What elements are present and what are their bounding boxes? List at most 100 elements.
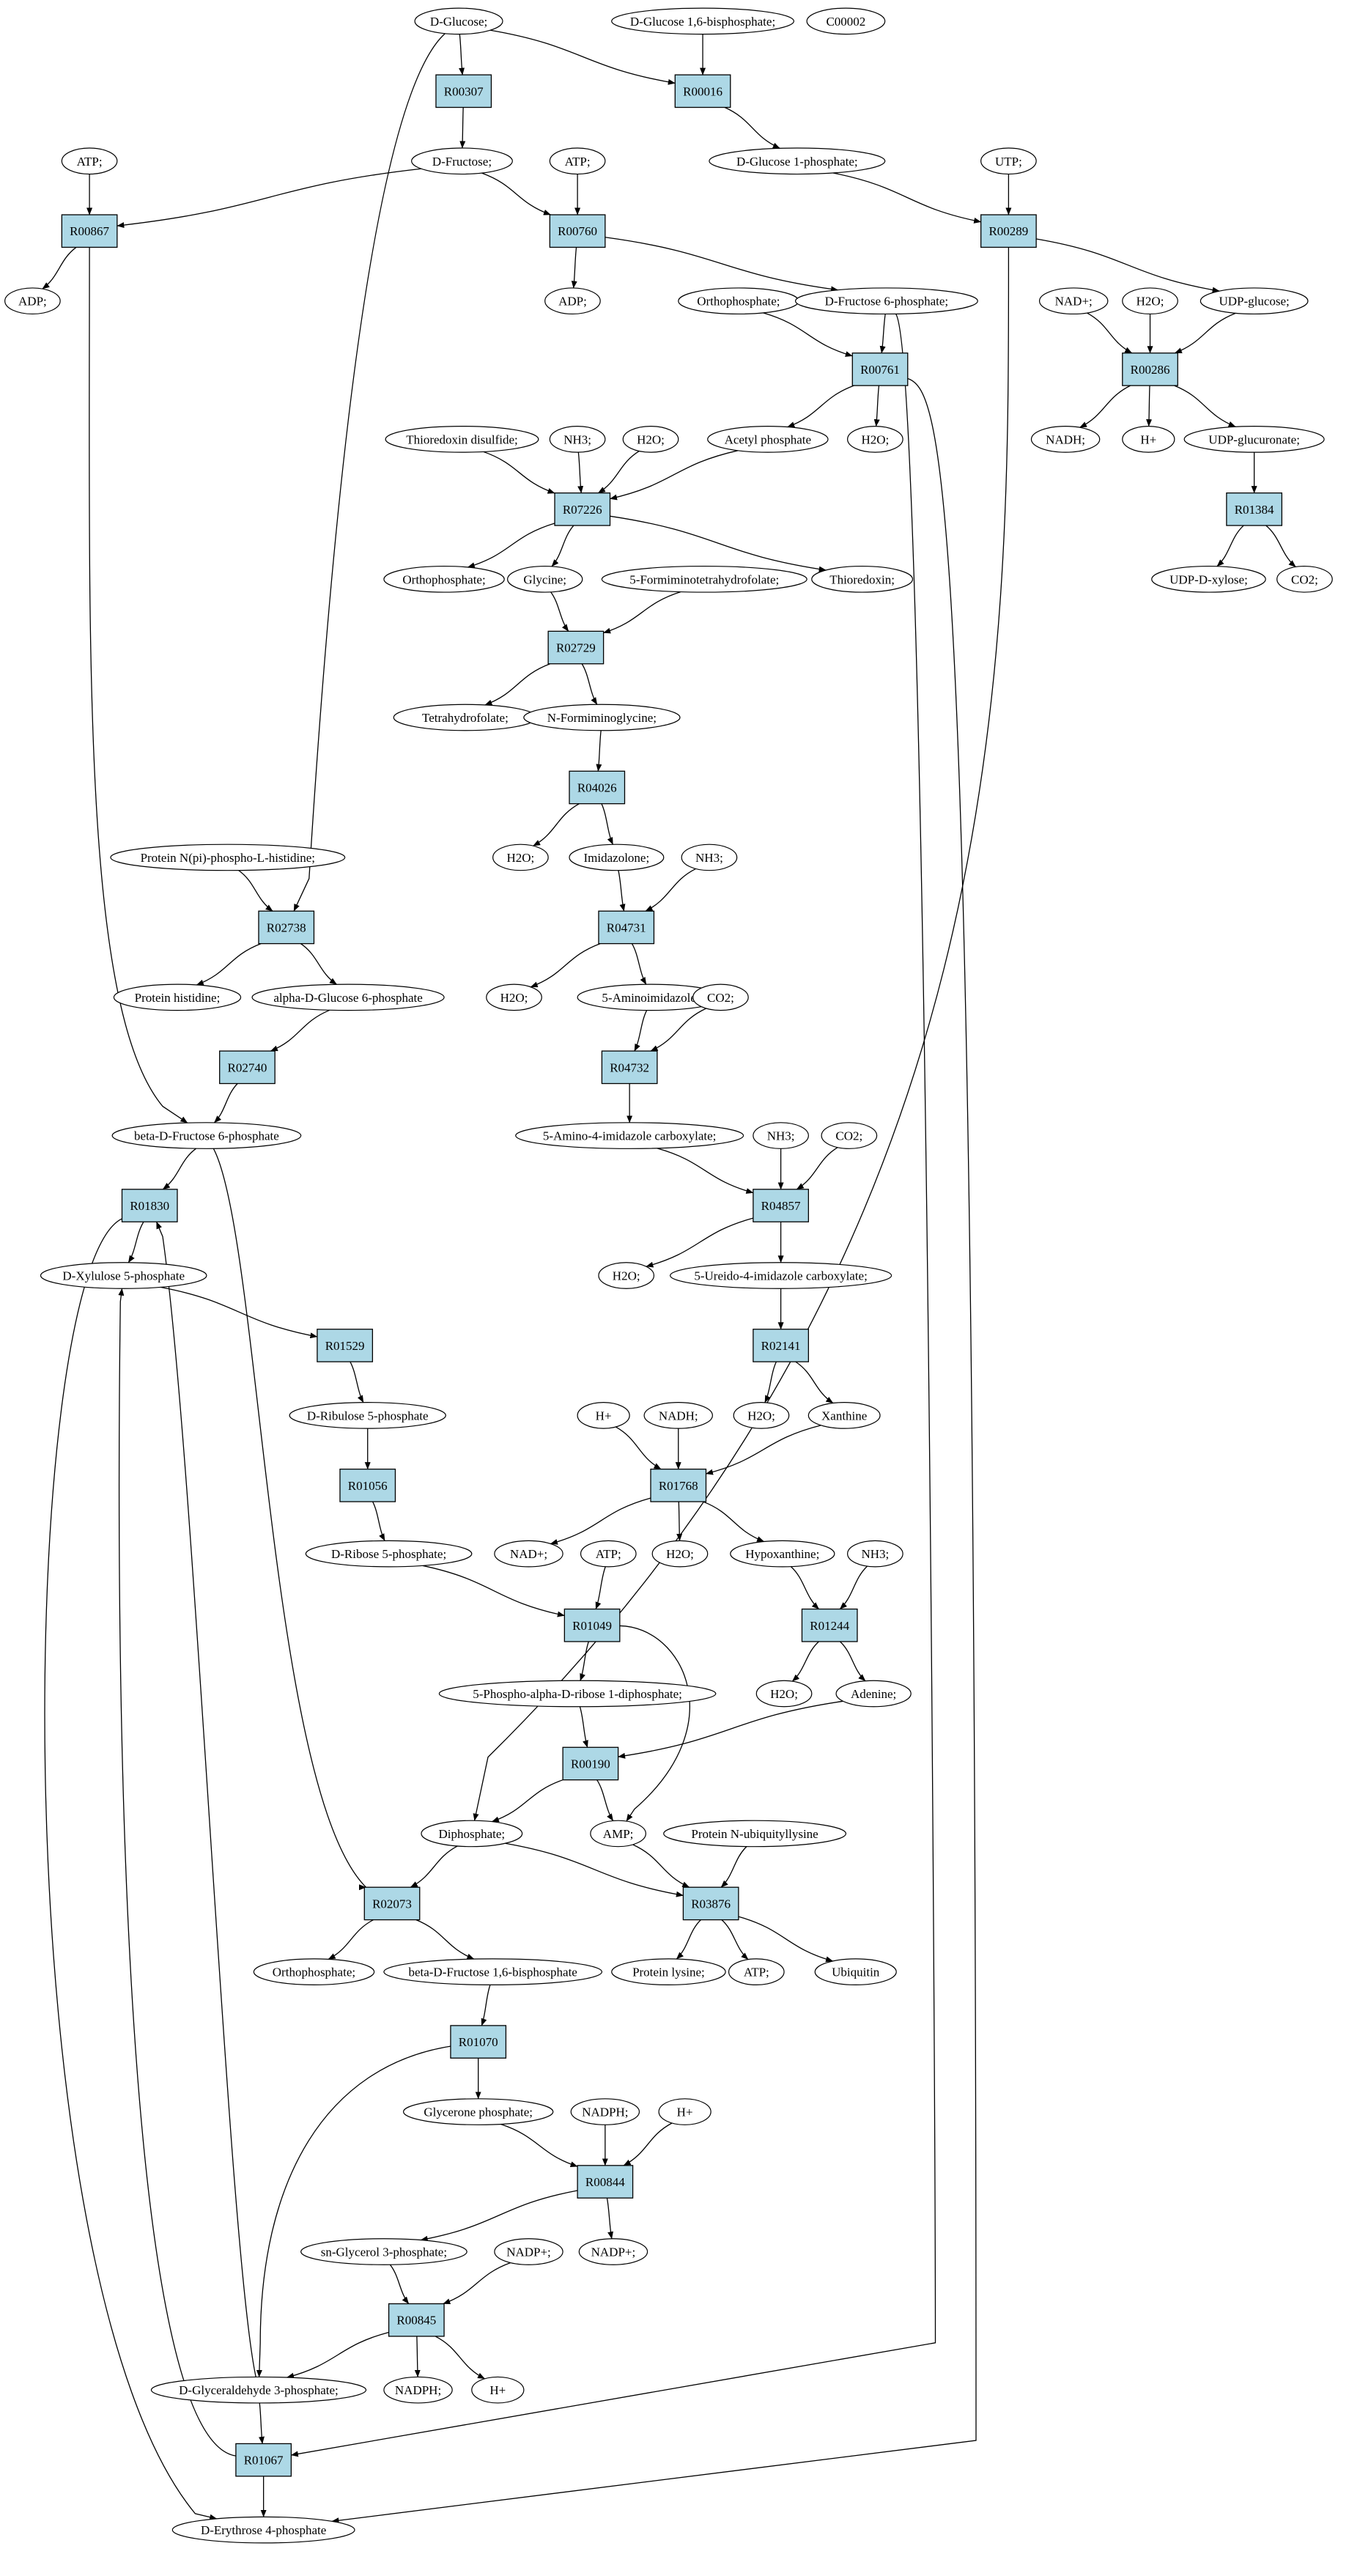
compound-node-udpglca[interactable]: UDP-glucuronate; bbox=[1183, 426, 1325, 453]
compound-node-nh3c[interactable]: NH3; bbox=[753, 1122, 809, 1149]
compound-node-nadh2[interactable]: NADH; bbox=[643, 1402, 713, 1429]
compound-node-5u4ic[interactable]: 5-Ureido-4-imidazole carboxylate; bbox=[670, 1262, 892, 1289]
compound-node-hypox[interactable]: Hypoxanthine; bbox=[730, 1540, 835, 1568]
compound-node-h2o9[interactable]: H2O; bbox=[755, 1680, 813, 1708]
compound-node-glycine[interactable]: Glycine; bbox=[507, 565, 583, 593]
reaction-node-r00867[interactable]: R00867 bbox=[61, 214, 118, 248]
compound-node-xu5p[interactable]: D-Xylulose 5-phosphate bbox=[40, 1262, 207, 1289]
reaction-node-r00845[interactable]: R00845 bbox=[388, 2303, 445, 2337]
reaction-node-r01384[interactable]: R01384 bbox=[1226, 492, 1283, 526]
compound-node-hplus1[interactable]: H+ bbox=[1122, 426, 1175, 453]
compound-node-h2o4[interactable]: H2O; bbox=[492, 844, 549, 871]
reaction-node-r01244[interactable]: R01244 bbox=[801, 1608, 858, 1642]
compound-node-co2c[interactable]: CO2; bbox=[821, 1122, 878, 1149]
compound-node-utp[interactable]: UTP; bbox=[980, 147, 1037, 175]
reaction-node-r02740[interactable]: R02740 bbox=[219, 1050, 276, 1085]
compound-node-5ai[interactable]: 5-Aminoimidazole; bbox=[577, 983, 725, 1011]
reaction-node-r07226[interactable]: R07226 bbox=[554, 492, 611, 526]
reaction-node-r01067[interactable]: R01067 bbox=[235, 2443, 292, 2477]
reaction-node-r00307[interactable]: R00307 bbox=[435, 74, 492, 108]
compound-node-fructose[interactable]: D-Fructose; bbox=[411, 147, 513, 175]
compound-node-glyp[interactable]: Glycerone phosphate; bbox=[402, 2098, 554, 2125]
compound-node-r5p[interactable]: D-Ribose 5-phosphate; bbox=[305, 1540, 473, 1568]
compound-node-glc16bp[interactable]: D-Glucose 1,6-bisphosphate; bbox=[611, 7, 794, 35]
compound-node-orthop1[interactable]: Orthophosphate; bbox=[678, 287, 799, 315]
compound-node-nh3d[interactable]: NH3; bbox=[847, 1540, 903, 1568]
compound-node-bf16bp[interactable]: beta-D-Fructose 1,6-bisphosphate bbox=[383, 1958, 602, 1985]
reaction-node-r00761[interactable]: R00761 bbox=[851, 353, 909, 386]
compound-node-nh3b[interactable]: NH3; bbox=[681, 844, 738, 871]
compound-node-c00002[interactable]: C00002 bbox=[806, 7, 886, 35]
compound-node-trx[interactable]: Thioredoxin; bbox=[811, 565, 914, 593]
compound-node-nadpplus2[interactable]: NADP+; bbox=[494, 2238, 563, 2265]
reaction-node-r02729[interactable]: R02729 bbox=[547, 630, 605, 665]
compound-node-thf[interactable]: Tetrahydrofolate; bbox=[393, 704, 538, 731]
compound-node-protnph[interactable]: Protein N(pi)-phospho-L-histidine; bbox=[110, 844, 346, 871]
compound-node-nadh1[interactable]: NADH; bbox=[1030, 426, 1101, 453]
compound-node-udpxyl[interactable]: UDP-D-xylose; bbox=[1151, 565, 1266, 593]
reaction-node-r00760[interactable]: R00760 bbox=[549, 214, 606, 248]
compound-node-bf6p[interactable]: beta-D-Fructose 6-phosphate bbox=[111, 1122, 302, 1149]
reaction-node-r01529[interactable]: R01529 bbox=[317, 1329, 374, 1362]
compound-node-nadph2[interactable]: NADPH; bbox=[383, 2376, 453, 2404]
compound-node-ubiquitin[interactable]: Ubiquitin bbox=[814, 1958, 897, 1985]
reaction-node-r04026[interactable]: R04026 bbox=[569, 770, 626, 805]
compound-node-nadpplus1[interactable]: NADP+; bbox=[578, 2238, 648, 2265]
compound-node-amp[interactable]: AMP; bbox=[590, 1820, 646, 1848]
reaction-node-r04731[interactable]: R04731 bbox=[598, 910, 655, 945]
compound-node-h2o3[interactable]: H2O; bbox=[847, 426, 903, 453]
reaction-node-r01056[interactable]: R01056 bbox=[339, 1469, 396, 1502]
compound-node-trxdis[interactable]: Thioredoxin disulfide; bbox=[385, 426, 539, 453]
compound-node-protub[interactable]: Protein N-ubiquityllysine bbox=[663, 1820, 846, 1848]
reaction-node-r00289[interactable]: R00289 bbox=[980, 214, 1037, 248]
compound-node-adp1[interactable]: ADP; bbox=[4, 287, 61, 315]
compound-node-f6p[interactable]: D-Fructose 6-phosphate; bbox=[794, 287, 978, 315]
reaction-node-r04732[interactable]: R04732 bbox=[601, 1050, 658, 1085]
reaction-node-r02738[interactable]: R02738 bbox=[258, 910, 315, 945]
compound-node-g3p[interactable]: sn-Glycerol 3-phosphate; bbox=[300, 2238, 467, 2265]
compound-node-hplus4[interactable]: H+ bbox=[471, 2376, 525, 2404]
reaction-node-r04857[interactable]: R04857 bbox=[753, 1189, 809, 1222]
compound-node-ag6p[interactable]: alpha-D-Glucose 6-phosphate bbox=[251, 983, 445, 1011]
reaction-node-r01768[interactable]: R01768 bbox=[650, 1469, 707, 1502]
compound-node-atp2[interactable]: ATP; bbox=[549, 147, 606, 175]
compound-node-nad2[interactable]: NAD+; bbox=[494, 1540, 563, 1568]
compound-node-ga3p[interactable]: D-Glyceraldehyde 3-phosphate; bbox=[150, 2376, 367, 2404]
compound-node-co2b[interactable]: CO2; bbox=[692, 983, 749, 1011]
compound-node-ru5p[interactable]: D-Ribulose 5-phosphate bbox=[289, 1402, 446, 1429]
compound-node-atp3[interactable]: ATP; bbox=[580, 1540, 637, 1568]
reaction-node-r01070[interactable]: R01070 bbox=[450, 2025, 507, 2059]
compound-node-atp1[interactable]: ATP; bbox=[61, 147, 118, 175]
compound-node-nadph1[interactable]: NADPH; bbox=[570, 2098, 640, 2125]
reaction-node-r00286[interactable]: R00286 bbox=[1122, 353, 1178, 386]
compound-node-udpglc[interactable]: UDP-glucose; bbox=[1200, 287, 1309, 315]
compound-node-h2o5[interactable]: H2O; bbox=[486, 983, 542, 1011]
compound-node-glc1p[interactable]: D-Glucose 1-phosphate; bbox=[709, 147, 886, 175]
compound-node-protlys[interactable]: Protein lysine; bbox=[611, 1958, 726, 1985]
compound-node-orthop2[interactable]: Orthophosphate; bbox=[383, 565, 505, 593]
compound-node-hplus3[interactable]: H+ bbox=[658, 2098, 712, 2125]
compound-node-prothis[interactable]: Protein histidine; bbox=[113, 983, 242, 1011]
compound-node-adp2[interactable]: ADP; bbox=[544, 287, 601, 315]
compound-node-imidazolone[interactable]: Imidazolone; bbox=[569, 844, 665, 871]
reaction-node-r01830[interactable]: R01830 bbox=[121, 1189, 178, 1222]
reaction-node-r02141[interactable]: R02141 bbox=[753, 1329, 809, 1362]
reaction-node-r03876[interactable]: R03876 bbox=[682, 1886, 739, 1921]
compound-node-nadp-plus[interactable]: NAD+; bbox=[1038, 287, 1109, 315]
compound-node-e4p[interactable]: D-Erythrose 4-phosphate bbox=[171, 2516, 355, 2544]
compound-node-h2o7[interactable]: H2O; bbox=[733, 1402, 790, 1429]
compound-node-acp[interactable]: Acetyl phosphate bbox=[707, 426, 829, 453]
compound-node-diphos[interactable]: Diphosphate; bbox=[421, 1820, 523, 1848]
compound-node-prpp[interactable]: 5-Phospho-alpha-D-ribose 1-diphosphate; bbox=[438, 1680, 717, 1708]
reaction-node-r00016[interactable]: R00016 bbox=[674, 74, 731, 108]
compound-node-hplus2[interactable]: H+ bbox=[577, 1402, 630, 1429]
compound-node-5fthf[interactable]: 5-Formiminotetrahydrofolate; bbox=[601, 565, 807, 593]
compound-node-xanthine[interactable]: Xanthine bbox=[807, 1402, 881, 1429]
compound-node-orthop3[interactable]: Orthophosphate; bbox=[253, 1958, 375, 1985]
compound-node-nh3a[interactable]: NH3; bbox=[549, 426, 606, 453]
compound-node-glucose[interactable]: D-Glucose; bbox=[414, 7, 503, 35]
reaction-node-r00190[interactable]: R00190 bbox=[562, 1746, 619, 1781]
compound-node-h2o6[interactable]: H2O; bbox=[598, 1262, 655, 1289]
compound-node-5a4ic[interactable]: 5-Amino-4-imidazole carboxylate; bbox=[515, 1122, 744, 1149]
compound-node-nfgly[interactable]: N-Formiminoglycine; bbox=[523, 704, 681, 731]
